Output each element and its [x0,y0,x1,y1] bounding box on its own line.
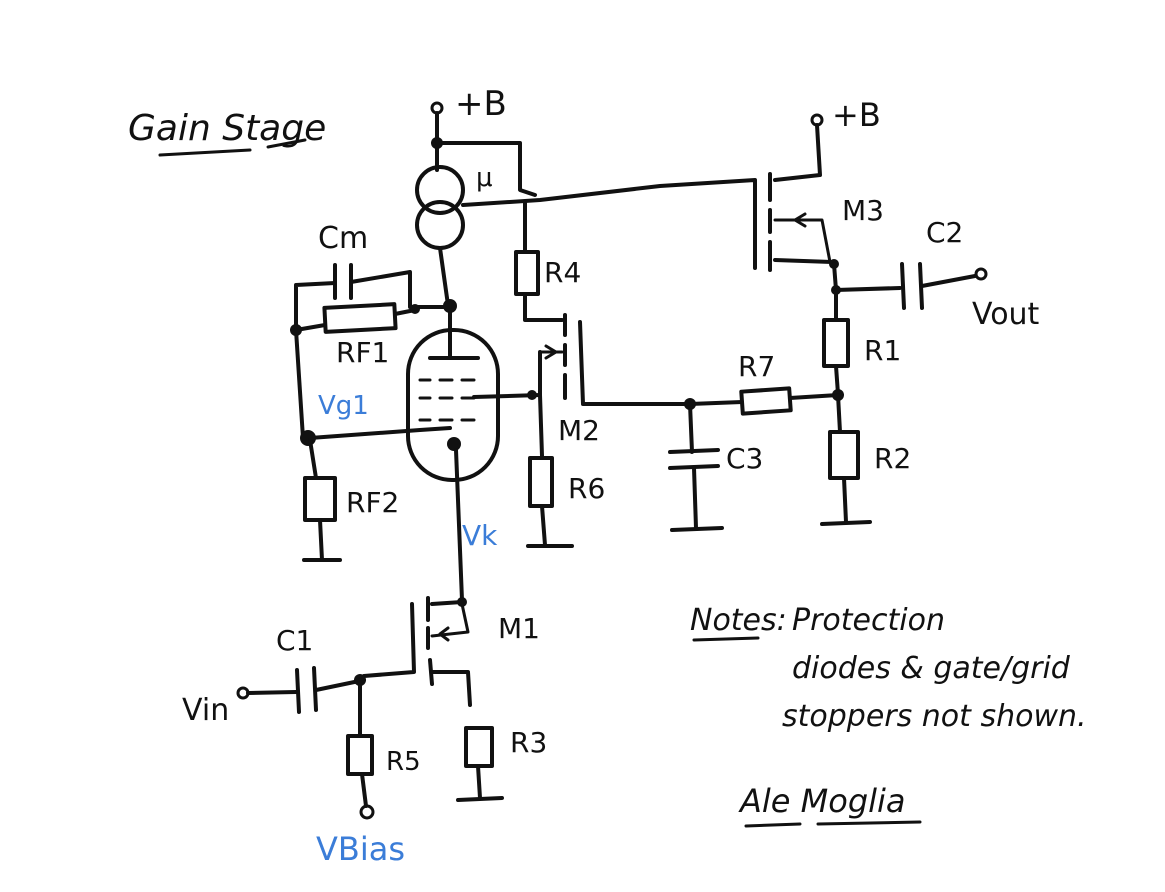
r3-resistor: R3 [456,726,547,802]
vacuum-tube [308,299,542,602]
r1-resistor: R1 [822,288,901,401]
r5-resistor: R5 VBias [316,678,421,868]
c1-label: C1 [276,624,313,657]
r2-label: R2 [874,442,911,475]
c2-label: C2 [926,216,963,249]
signature: Ale Moglia [738,782,922,828]
r6-label: R6 [568,472,605,505]
cm-label: Cm [318,221,368,256]
c2-capacitor: C2 Vout [834,216,1040,332]
left-supply-label: +B [455,84,507,124]
r2-resistor: R2 [820,393,911,526]
vg1-label: Vg1 [318,391,369,421]
mosfet-m3: M3 [768,172,884,272]
r5-label: R5 [386,747,421,777]
r4-resistor: R4 [514,200,581,322]
vk-label: Vk [462,519,498,552]
signature-text: Ale Moglia [738,782,906,820]
r7-resistor: R7 [738,350,840,416]
left-supply: +B [430,84,537,197]
r3-label: R3 [510,726,547,759]
vbias-label: VBias [316,830,405,868]
notes-label: Notes: [690,603,787,638]
current-source-mu: μ [415,163,493,307]
right-supply-label: +B [832,96,881,134]
notes-line-3: stoppers not shown. [782,699,1087,734]
right-supply: +B [773,96,881,182]
rf1-label: RF1 [336,336,389,369]
vg1-node-rf2: Vg1 RF2 [300,391,399,562]
m1-label: M1 [498,612,540,645]
c3-capacitor: C3 [668,402,763,532]
notes-line-2: diodes & gate/grid [792,651,1071,686]
rf2-label: RF2 [346,486,399,519]
wire-to-m3-gate [461,178,757,270]
current-source-label: μ [476,163,493,193]
notes-line-1: Protection [792,603,945,638]
vout-label: Vout [972,297,1040,332]
notes-block: Notes: Protection diodes & gate/grid sto… [690,603,1087,734]
r7-label: R7 [738,350,775,383]
m2-label: M2 [558,414,600,447]
title-underline [158,138,307,157]
c1-capacitor: C1 Vin [182,624,366,728]
r1-label: R1 [864,334,901,367]
vin-label: Vin [182,693,229,728]
wire-m2-to-r7 [608,400,744,406]
cm-rf1-network: Cm RF1 [290,221,452,440]
r6-resistor: R6 [526,456,605,548]
m3-label: M3 [842,194,884,227]
mosfet-m2: M2 [538,313,612,458]
r4-label: R4 [544,256,581,289]
c3-label: C3 [726,442,763,475]
mosfet-m1: M1 [362,596,540,707]
